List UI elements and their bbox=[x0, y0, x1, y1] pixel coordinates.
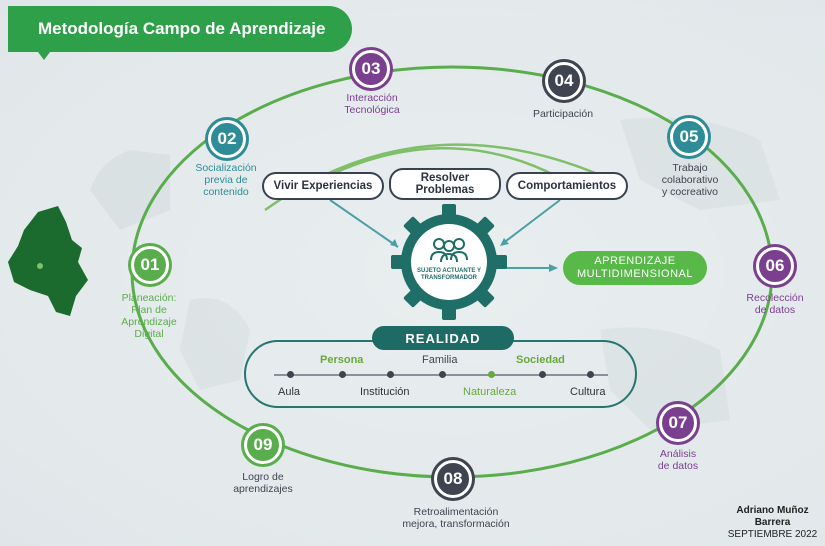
author-name: Adriano Muñoz Barrera bbox=[736, 505, 809, 528]
step-07-label: Análisis de datos bbox=[657, 448, 699, 472]
step-09-label: Logro de aprendizajes bbox=[233, 471, 293, 495]
step-08-label: Retroalimentación mejora, transformación bbox=[402, 506, 510, 530]
step-03-label: Interacción Tecnológica bbox=[344, 92, 400, 116]
realidad-bottom-label: Cultura bbox=[570, 386, 606, 398]
realidad-top-label: Persona bbox=[320, 354, 364, 366]
step-04-badge: 04 bbox=[545, 62, 583, 100]
realidad-dot bbox=[387, 371, 394, 378]
step-06-label: Recolección de datos bbox=[746, 292, 804, 316]
step-02-badge: 02 bbox=[208, 120, 246, 158]
input-vivir-experiencias: Vivir Experiencias bbox=[262, 172, 384, 200]
realidad-bottom-label: Naturaleza bbox=[463, 386, 517, 398]
author-credit: Adriano Muñoz Barrera SEPTIEMBRE 2022 bbox=[720, 505, 825, 541]
step-08-badge: 08 bbox=[434, 460, 472, 498]
step-05-badge: 05 bbox=[670, 118, 708, 156]
realidad-dot bbox=[539, 371, 546, 378]
realidad-dot bbox=[287, 371, 294, 378]
realidad-top-label: Sociedad bbox=[516, 354, 565, 366]
realidad-bottom-label: Institución bbox=[360, 386, 410, 398]
step-05-label: Trabajo colaborativo y cocreativo bbox=[661, 162, 719, 198]
realidad-dot bbox=[339, 371, 346, 378]
realidad-dot bbox=[587, 371, 594, 378]
step-04-label: Participación bbox=[532, 108, 594, 120]
realidad-top-label: Familia bbox=[422, 354, 458, 366]
center-subject-label: SUJETO ACTUANTE Y TRANSFORMADOR bbox=[417, 268, 481, 281]
realidad-title: REALIDAD bbox=[372, 326, 514, 350]
input-comportamientos: Comportamientos bbox=[506, 172, 628, 200]
realidad-bottom-label: Aula bbox=[278, 386, 301, 398]
step-06-badge: 06 bbox=[756, 247, 794, 285]
step-09-badge: 09 bbox=[244, 426, 282, 464]
step-01-badge: 01 bbox=[131, 246, 169, 284]
step-03-badge: 03 bbox=[352, 50, 390, 88]
step-02-label: Socialización previa de contenido bbox=[195, 162, 257, 198]
title-banner-tail bbox=[38, 52, 50, 60]
input-resolver-problemas: Resolver Problemas bbox=[389, 168, 501, 200]
page-title: Metodología Campo de Aprendizaje bbox=[8, 6, 352, 52]
step-07-badge: 07 bbox=[659, 404, 697, 442]
step-01-label: Planeación: Plan de Aprendizaje Digital bbox=[121, 292, 177, 340]
realidad-dot bbox=[488, 371, 495, 378]
output-aprendizaje-multidimensional: APRENDIZAJE MULTIDIMENSIONAL bbox=[563, 251, 707, 285]
author-date: SEPTIEMBRE 2022 bbox=[727, 529, 818, 540]
realidad-dot bbox=[439, 371, 446, 378]
